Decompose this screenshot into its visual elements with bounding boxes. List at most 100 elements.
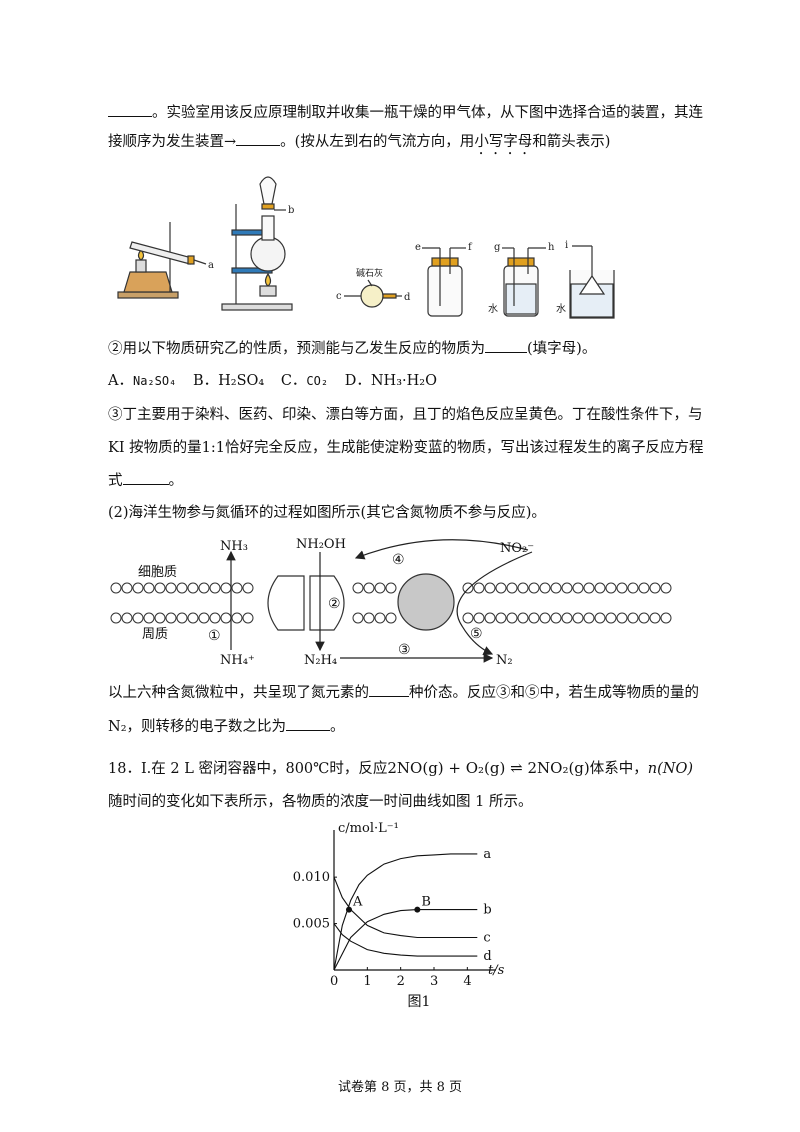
membrane-bead — [528, 612, 540, 624]
label-no2-minus: NO₂⁻ — [500, 541, 534, 556]
membrane-bead — [627, 612, 639, 624]
membrane-bead — [154, 582, 166, 594]
option-c[interactable]: C．CO₂ — [280, 373, 329, 389]
label-water-1: 水 — [488, 303, 498, 315]
label-h: h — [548, 242, 555, 253]
answer-blank[interactable] — [236, 131, 281, 146]
label-n2h4: N₂H₄ — [304, 653, 337, 668]
label-nh4-plus: NH₄⁺ — [220, 653, 255, 668]
membrane-bead — [121, 612, 133, 624]
label-c: c — [336, 291, 342, 302]
membrane-bead — [594, 582, 606, 594]
x-tick-label: 0 — [330, 974, 338, 989]
label-e: e — [415, 242, 421, 253]
membrane-bead — [539, 612, 551, 624]
x-axis-label: t/s — [488, 963, 505, 978]
membrane-bead — [363, 612, 375, 624]
option-b[interactable]: B．H₂SO₄ — [192, 373, 265, 389]
membrane-bead — [473, 582, 485, 594]
membrane-bead — [484, 582, 496, 594]
membrane-bead — [506, 612, 518, 624]
y-axis-label: c/mol·L⁻¹ — [338, 822, 399, 836]
membrane-bead — [110, 612, 122, 624]
membrane-bead — [352, 582, 364, 594]
membrane-bead — [198, 612, 210, 624]
q17-part3-line3: 式。 — [108, 470, 183, 491]
membrane-bead — [528, 582, 540, 594]
option-d[interactable]: D．NH₃·H₂O — [344, 373, 437, 389]
series-label-b: b — [483, 903, 491, 918]
label-water-2: 水 — [556, 303, 566, 315]
membrane-bead — [462, 612, 474, 624]
options-row: A．Na₂SO₄ B．H₂SO₄ C．CO₂ D．NH₃·H₂O — [108, 371, 437, 391]
membrane-bead — [605, 612, 617, 624]
series-line-d — [333, 923, 478, 957]
membrane-bead — [132, 612, 144, 624]
membrane-bead — [517, 612, 529, 624]
membrane-bead — [209, 582, 221, 594]
membrane-bead — [374, 612, 386, 624]
series-label-d: d — [483, 949, 491, 964]
membrane-bead — [374, 582, 386, 594]
membrane-bead — [572, 612, 584, 624]
membrane-bead — [132, 582, 144, 594]
label-g: g — [494, 242, 501, 253]
label-periplasm: 周质 — [142, 627, 168, 642]
label-step-5: ⑤ — [470, 626, 483, 642]
q17-after-line2: N₂，则转移的电子数之比为。 — [108, 716, 345, 737]
label-d: d — [404, 292, 411, 303]
apparatus-figure: a b c d 碱石灰 e f g h i 水 水 — [117, 176, 615, 319]
series-label-a: a — [483, 847, 491, 862]
membrane-bead — [605, 582, 617, 594]
label-step-2: ② — [328, 596, 341, 612]
q17-part-2-heading: (2)海洋生物参与氮循环的过程如图所示(其它含氮物质不参与反应)。 — [108, 505, 546, 521]
q17-part2-question: ②用以下物质研究乙的性质，预测能与乙发生反应的物质为(填字母)。 — [108, 338, 596, 359]
q17-part3-line2: KI 按物质的量1:1恰好完全反应，生成能使淀粉变蓝的物质，写出该过程发生的离子… — [108, 440, 704, 456]
membrane-bead — [220, 582, 232, 594]
label-n2: N₂ — [496, 653, 513, 668]
membrane-bead — [561, 612, 573, 624]
membrane-bead — [363, 582, 375, 594]
answer-blank[interactable] — [369, 682, 409, 697]
membrane-bead — [561, 582, 573, 594]
label-step-4: ④ — [392, 552, 405, 568]
answer-blank[interactable] — [286, 716, 330, 731]
label-cytoplasm: 细胞质 — [138, 565, 177, 580]
x-tick-label: 3 — [430, 974, 438, 989]
q17-after-line1: 以上六种含氮微粒中，共呈现了氮元素的种价态。反应③和⑤中，若生成等物质的量的 — [108, 682, 699, 703]
series-line-c — [333, 876, 478, 939]
label-i: i — [565, 240, 568, 251]
membrane-bead — [143, 612, 155, 624]
option-a[interactable]: A．Na₂SO₄ — [108, 373, 177, 389]
label-a: a — [208, 260, 214, 271]
point-B — [414, 906, 421, 913]
answer-blank[interactable] — [485, 338, 527, 353]
answer-blank[interactable] — [122, 470, 169, 485]
q17-part3-line1: ③丁主要用于染料、医药、印染、漂白等方面，且丁的焰色反应呈黄色。丁在酸性条件下，… — [108, 407, 703, 423]
membrane-bead — [176, 582, 188, 594]
membrane-bead — [242, 582, 254, 594]
point-A — [346, 906, 352, 913]
q17-line2: 接顺序为发生装置→。(按从左到右的气流方向，用小写字母和箭头表示) — [108, 131, 610, 158]
reaction-equation: 2NO(g) + O₂(g) ⇌ 2NO₂(g) — [387, 759, 590, 777]
membrane-bead — [594, 612, 606, 624]
answer-blank[interactable] — [108, 102, 152, 117]
membrane-bead — [649, 582, 661, 594]
point-label-B: B — [421, 895, 431, 910]
membrane-bead — [385, 612, 397, 624]
membrane-bead — [473, 612, 485, 624]
membrane-bead — [187, 612, 199, 624]
membrane-bead — [220, 612, 232, 624]
x-tick-label: 2 — [397, 974, 405, 989]
membrane-bead — [638, 612, 650, 624]
chart-caption: 图1 — [408, 994, 431, 1010]
label-f: f — [468, 242, 473, 253]
label-step-1: ① — [208, 628, 221, 644]
q18-line2: 随时间的变化如下表所示，各物质的浓度一时间曲线如图 1 所示。 — [108, 794, 533, 810]
membrane-bead — [660, 612, 672, 624]
membrane-bead — [385, 582, 397, 594]
membrane-bead — [231, 582, 243, 594]
q18-line1: 18．Ⅰ.在 2 L 密闭容器中，800℃时，反应2NO(g) + O₂(g) … — [108, 759, 693, 777]
